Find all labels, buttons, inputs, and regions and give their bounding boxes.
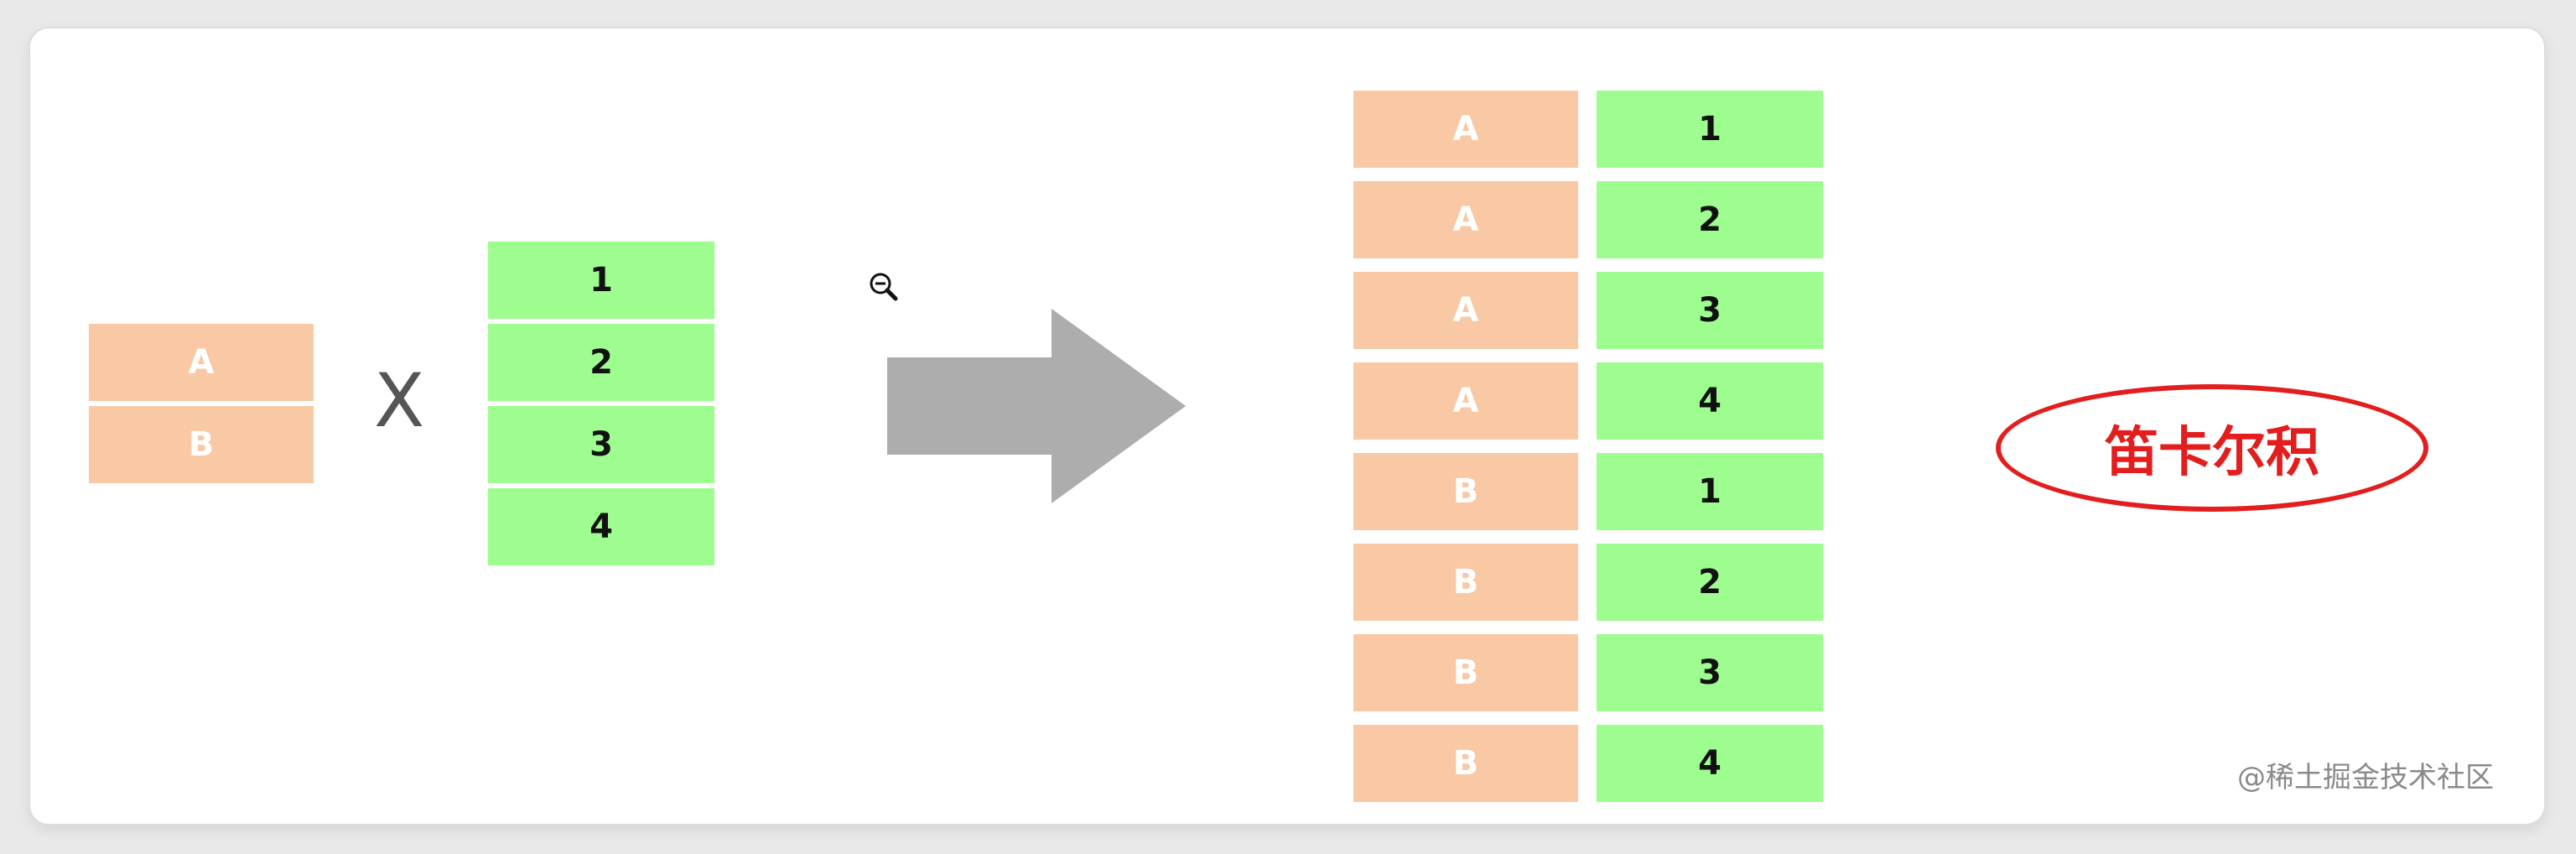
result-left-cell: B: [1353, 544, 1578, 621]
cartesian-product-label: 笛卡尔积: [1996, 384, 2428, 512]
right-set-item: 2: [488, 324, 714, 401]
result-right-cell: 3: [1597, 634, 1823, 711]
watermark: @稀土掘金技术社区: [2237, 761, 2494, 794]
result-left-cell: A: [1353, 362, 1578, 440]
left-set-item: A: [89, 324, 314, 401]
right-set-item: 1: [488, 242, 714, 319]
result-left-cell: B: [1353, 453, 1578, 530]
result-right-cell: 1: [1597, 453, 1823, 530]
result-left-cell: B: [1353, 634, 1578, 711]
cross-product-operator: X: [374, 357, 425, 444]
result-left-cell: A: [1353, 272, 1578, 349]
result-right-cell: 3: [1597, 272, 1823, 349]
result-right-cell: 4: [1597, 362, 1823, 440]
result-left-cell: B: [1353, 725, 1578, 802]
result-right-cell: 1: [1597, 91, 1823, 168]
result-right-cell: 2: [1597, 544, 1823, 621]
result-right-cell: 4: [1597, 725, 1823, 802]
left-set-item: B: [89, 406, 314, 483]
result-left-cell: A: [1353, 181, 1578, 258]
right-arrow-icon: [887, 309, 1186, 507]
right-set-item: 4: [488, 488, 714, 565]
right-set-item: 3: [488, 406, 714, 483]
diagram-canvas: A B X 1 2 3 4 A 1 A 2 A 3 A: [30, 29, 2544, 824]
result-left-cell: A: [1353, 91, 1578, 168]
result-right-cell: 2: [1597, 181, 1823, 258]
zoom-out-icon: [867, 270, 901, 304]
